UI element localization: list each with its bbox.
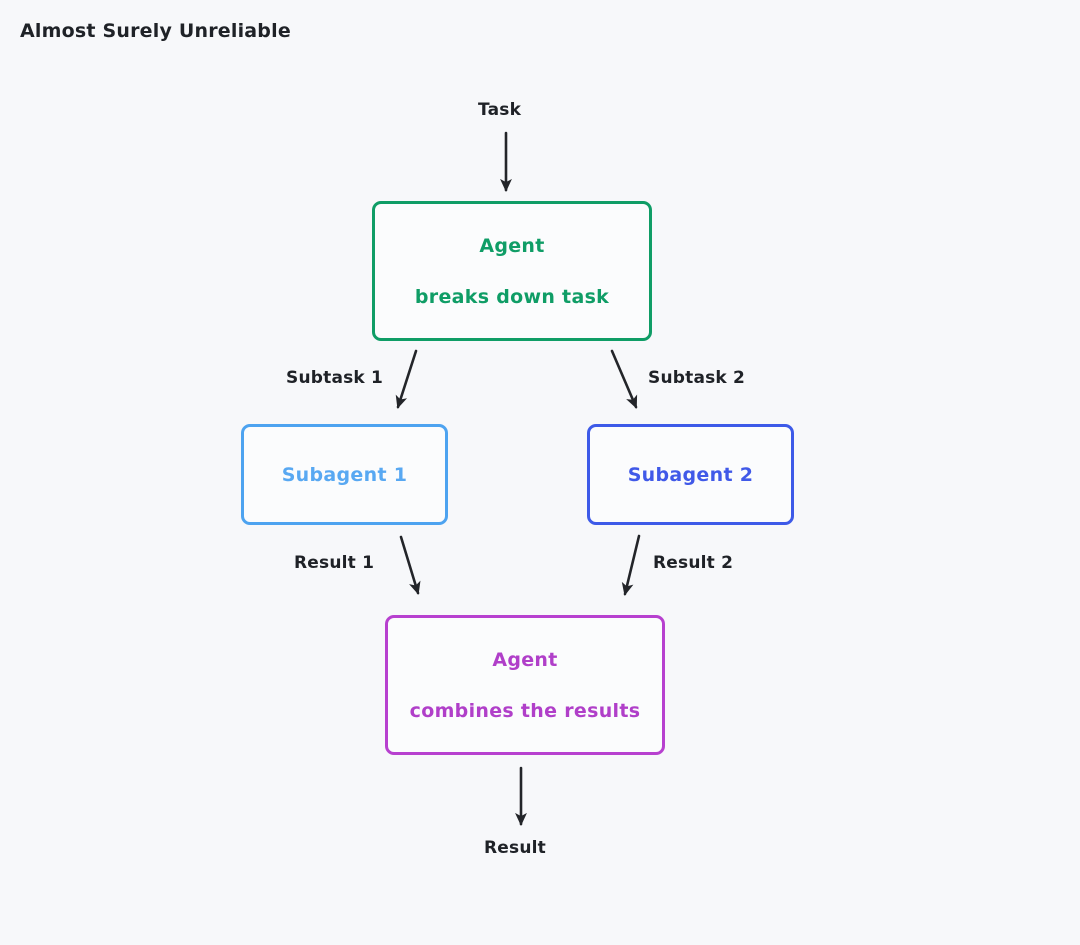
arrow-result-1 <box>399 535 421 595</box>
node-subagent-2[interactable]: Subagent 2 <box>587 424 794 525</box>
node-agent-breaks-down-task[interactable]: Agent breaks down task <box>372 201 652 341</box>
node-agent-combine-line2: combines the results <box>409 699 641 722</box>
edge-label-task: Task <box>478 100 522 120</box>
edge-label-result-1: Result 1 <box>294 553 375 573</box>
node-agent-split-line2: breaks down task <box>414 285 610 308</box>
arrow-subtask-2 <box>610 349 638 409</box>
arrow-subtask-1 <box>395 349 418 409</box>
node-subagent-1-label: Subagent 1 <box>281 463 408 486</box>
edge-label-result-2: Result 2 <box>653 553 734 573</box>
page-title: Almost Surely Unreliable <box>20 20 291 42</box>
edge-label-subtask-1: Subtask 1 <box>286 368 384 388</box>
edge-label-result: Result <box>484 838 546 858</box>
arrow-result-2 <box>621 534 641 596</box>
node-subagent-1[interactable]: Subagent 1 <box>241 424 448 525</box>
edge-label-subtask-2: Subtask 2 <box>648 368 746 388</box>
node-subagent-2-label: Subagent 2 <box>627 463 754 486</box>
node-agent-split-line1: Agent <box>479 234 545 257</box>
node-agent-combines-the-results[interactable]: Agent combines the results <box>385 615 665 755</box>
node-agent-combine-line1: Agent <box>492 648 558 671</box>
